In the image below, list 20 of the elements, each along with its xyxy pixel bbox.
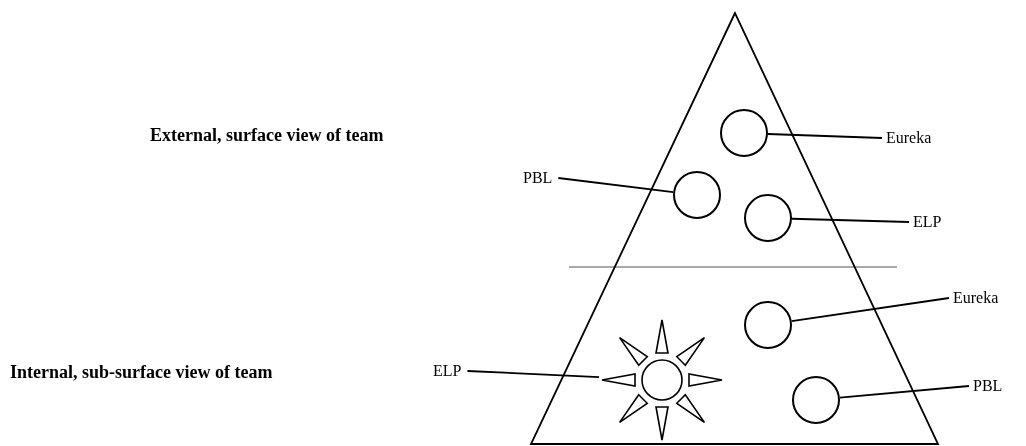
circle-shape: [744, 301, 792, 349]
circle-shape: [673, 171, 721, 219]
leader-line: [767, 133, 883, 139]
part-label: Eureka: [886, 129, 932, 147]
leader-line: [839, 385, 970, 399]
sun-icon: [600, 318, 724, 442]
section-heading: Internal, sub-surface view of team: [10, 362, 273, 382]
section-heading: External, surface view of team: [150, 125, 384, 145]
circle-shape: [720, 109, 768, 157]
leader-line: [791, 217, 910, 223]
leader-line: [466, 370, 600, 378]
part-label: ELP: [913, 213, 942, 231]
circle-shape: [744, 194, 792, 242]
circle-shape: [792, 376, 840, 424]
part-label: PBL: [973, 377, 1003, 395]
leader-line: [557, 177, 675, 193]
part-label: PBL: [523, 169, 553, 187]
part-label: ELP: [433, 362, 462, 380]
leader-line: [790, 297, 950, 322]
part-label: Eureka: [953, 289, 999, 307]
